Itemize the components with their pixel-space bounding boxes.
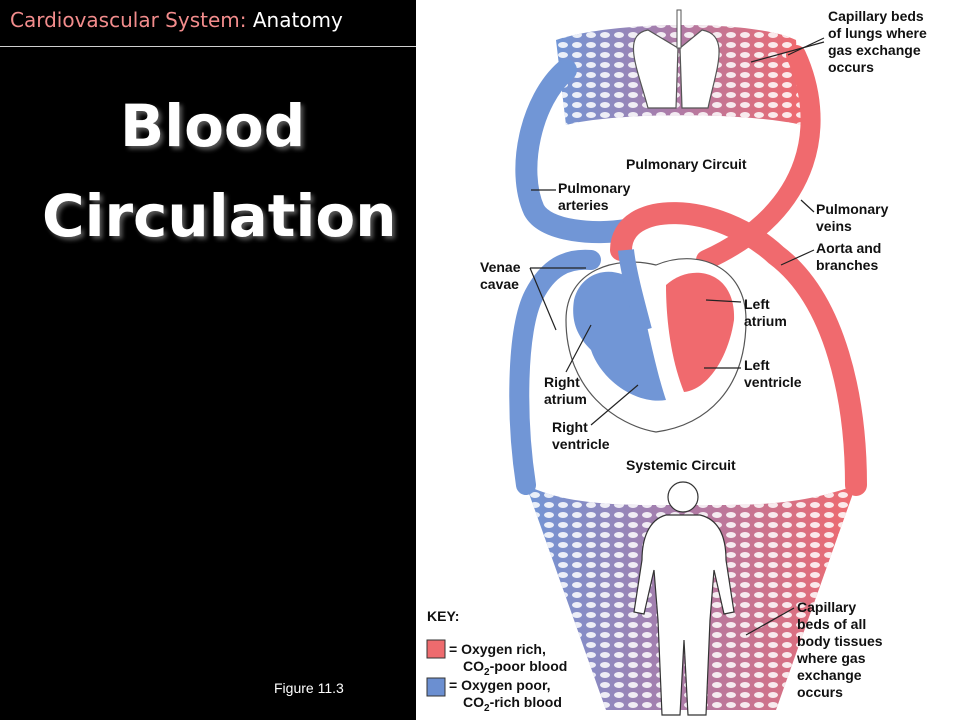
label-pulmonary-arteries: Pulmonary arteries: [558, 180, 634, 213]
label-aorta-branches: Aorta and branches: [816, 240, 885, 273]
header-subsection: Anatomy: [252, 8, 343, 32]
human-figure-icon: [633, 481, 735, 716]
label-right-atrium: Right atrium: [544, 374, 587, 407]
label-left-ventricle: Left ventricle: [744, 357, 802, 390]
lung-capillary-bed: [556, 25, 802, 125]
key-oxygen-poor-label: = Oxygen poor, CO2-rich blood: [449, 677, 562, 714]
key-title: KEY:: [427, 608, 459, 624]
slide-title-line-1: Blood: [120, 92, 306, 160]
slide-header: Cardiovascular System: Anatomy: [10, 8, 343, 32]
label-venae-cavae: Venae cavae: [480, 259, 524, 292]
figure-caption: Figure 11.3: [274, 680, 344, 696]
oxygen-poor-vessels: [509, 59, 637, 495]
label-pulmonary-veins: Pulmonary veins: [816, 201, 892, 234]
label-right-ventricle: Right ventricle: [552, 419, 610, 452]
header-divider: [0, 46, 416, 47]
header-section: Cardiovascular System:: [10, 8, 247, 32]
key-oxygen-rich-label: = Oxygen rich, CO2-poor blood: [449, 641, 567, 678]
diagram-key: KEY: = Oxygen rich, CO2-poor blood = Oxy…: [426, 608, 567, 714]
key-oxygen-rich-swatch: [426, 639, 446, 659]
circulation-diagram-panel: Capillary beds of lungs where gas exchan…: [416, 0, 960, 720]
label-systemic-circuit: Systemic Circuit: [626, 457, 736, 473]
oxygen-rich-vessels: [610, 45, 867, 496]
title-panel: Cardiovascular System: Anatomy Blood Cir…: [0, 0, 416, 720]
slide-title-line-2: Circulation: [42, 182, 397, 250]
heart-icon: [565, 249, 747, 433]
label-left-atrium: Left atrium: [744, 296, 787, 329]
lungs-icon: [632, 9, 720, 109]
label-capillary-body: Capillary beds of all body tissues where…: [796, 599, 886, 700]
label-capillary-lungs: Capillary beds of lungs where gas exchan…: [828, 8, 931, 75]
label-leader-lines: [529, 37, 825, 636]
label-pulmonary-circuit: Pulmonary Circuit: [626, 156, 747, 172]
key-oxygen-poor-swatch: [426, 677, 446, 697]
circulation-diagram: Capillary beds of lungs where gas exchan…: [426, 8, 931, 716]
